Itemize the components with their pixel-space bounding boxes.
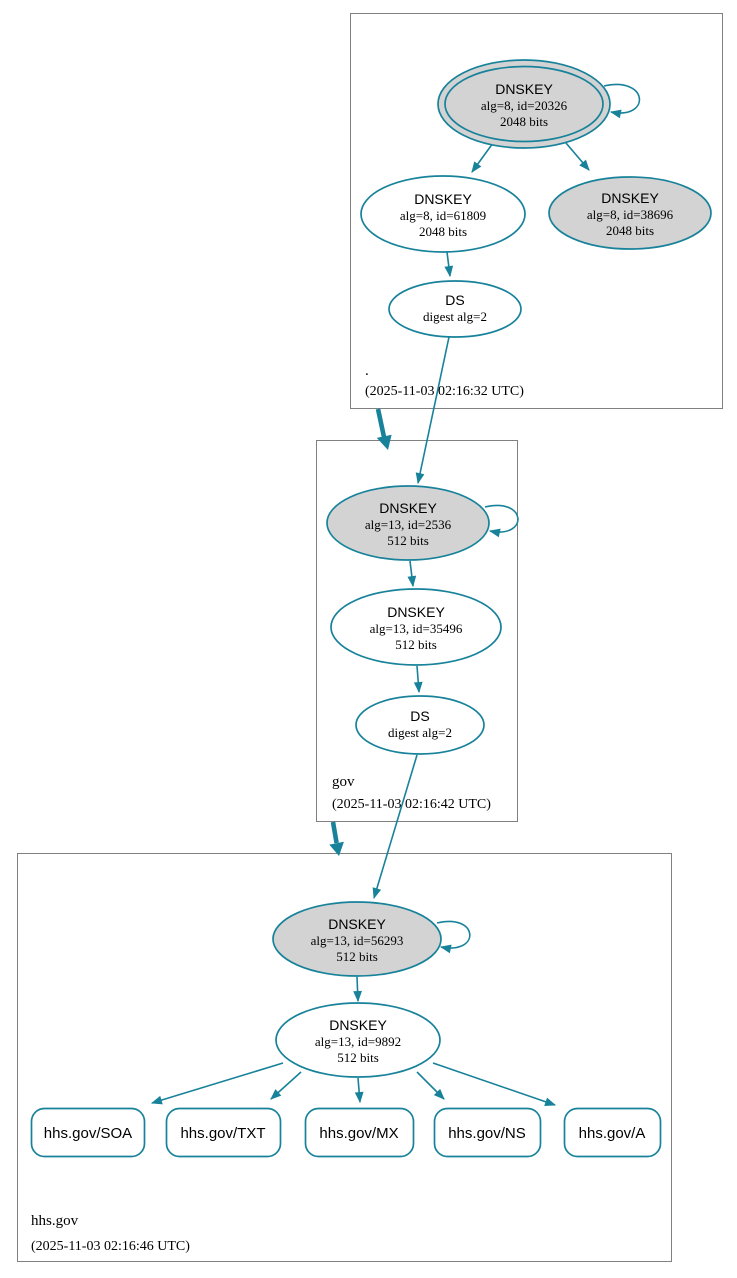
ds-node-gov[interactable]: DS digest alg=2 bbox=[355, 695, 485, 755]
dnskey-node-hhs-ksk-56293[interactable]: DNSKEY alg=13, id=56293 512 bits bbox=[272, 901, 442, 977]
rrset-label: hhs.gov/A bbox=[579, 1125, 646, 1142]
edge-root-zsk-to-ds bbox=[444, 251, 454, 278]
edge-gov-ds-to-hhs-ksk bbox=[372, 754, 418, 900]
rrset-label: hhs.gov/MX bbox=[319, 1125, 398, 1142]
node-ellipse[interactable] bbox=[548, 176, 712, 250]
node-detail: alg=8, id=20326 bbox=[481, 98, 568, 113]
rrset-rect[interactable] bbox=[433, 1107, 542, 1158]
edge-hhs-zsk-to-ns bbox=[416, 1071, 445, 1100]
node-bits: 512 bits bbox=[395, 637, 437, 652]
edge-hhs-zsk-to-soa bbox=[150, 1062, 284, 1105]
node-bits: 2048 bits bbox=[419, 224, 467, 239]
self-sign-loop-gov-ksk bbox=[484, 504, 519, 538]
node-detail: alg=13, id=2536 bbox=[365, 517, 452, 532]
node-ellipse[interactable] bbox=[326, 485, 490, 561]
node-ellipse[interactable] bbox=[388, 280, 522, 338]
node-bits: 512 bits bbox=[336, 949, 378, 964]
edge-root-ksk-to-key38696 bbox=[565, 142, 590, 171]
rrset-rect[interactable] bbox=[165, 1107, 282, 1158]
node-detail: alg=8, id=38696 bbox=[587, 207, 674, 222]
rrset-node-hhs-gov-a[interactable]: hhs.gov/A bbox=[563, 1107, 662, 1158]
self-sign-loop-hhs-ksk bbox=[436, 920, 471, 954]
node-detail: alg=13, id=9892 bbox=[315, 1034, 401, 1049]
rrset-node-hhs-gov-txt[interactable]: hhs.gov/TXT bbox=[165, 1107, 282, 1158]
node-title: DNSKEY bbox=[329, 1017, 387, 1033]
node-title: DNSKEY bbox=[387, 604, 445, 620]
zone-label-gov: gov bbox=[332, 774, 355, 790]
node-title: DS bbox=[410, 708, 429, 724]
dnskey-node-root-zsk-61809[interactable]: DNSKEY alg=8, id=61809 2048 bits bbox=[360, 175, 526, 253]
node-title: DS bbox=[445, 292, 464, 308]
self-sign-loop-root-ksk bbox=[603, 83, 641, 119]
dnskey-node-hhs-zsk-9892[interactable]: DNSKEY alg=13, id=9892 512 bits bbox=[275, 1002, 441, 1078]
dnskey-node-gov-ksk-2536[interactable]: DNSKEY alg=13, id=2536 512 bits bbox=[326, 485, 490, 561]
node-bits: 512 bits bbox=[387, 533, 429, 548]
edge-hhs-zsk-to-txt bbox=[270, 1071, 302, 1100]
node-title: DNSKEY bbox=[379, 500, 437, 516]
zone-label-root: . bbox=[365, 363, 369, 379]
dnskey-node-root-key-38696[interactable]: DNSKEY alg=8, id=38696 2048 bits bbox=[548, 176, 712, 250]
node-title: DNSKEY bbox=[601, 190, 659, 206]
dnskey-node-gov-zsk-35496[interactable]: DNSKEY alg=13, id=35496 512 bits bbox=[330, 588, 502, 666]
node-bits: 2048 bits bbox=[500, 114, 548, 129]
edge-hhs-zsk-to-a bbox=[432, 1062, 557, 1106]
node-ellipse[interactable] bbox=[355, 695, 485, 755]
node-detail: digest alg=2 bbox=[388, 725, 452, 740]
node-detail: digest alg=2 bbox=[423, 309, 487, 324]
rrset-label: hhs.gov/SOA bbox=[44, 1125, 132, 1142]
rrset-node-hhs-gov-soa[interactable]: hhs.gov/SOA bbox=[30, 1107, 146, 1158]
edge-hhs-zsk-to-mx bbox=[354, 1077, 364, 1104]
edge-root-ksk-to-zsk bbox=[471, 142, 494, 173]
edge-hhs-ksk-to-zsk bbox=[353, 976, 362, 1003]
node-detail: alg=8, id=61809 bbox=[400, 208, 486, 223]
edge-gov-ksk-to-zsk bbox=[407, 560, 417, 588]
zone-timestamp-hhs-gov: (2025-11-03 02:16:46 UTC) bbox=[31, 1239, 190, 1254]
node-ellipse[interactable] bbox=[330, 588, 502, 666]
edge-root-ds-to-gov-ksk bbox=[415, 336, 450, 485]
rrset-node-hhs-gov-mx[interactable]: hhs.gov/MX bbox=[304, 1107, 415, 1158]
rrset-rect[interactable] bbox=[30, 1107, 146, 1158]
zone-timestamp-root: (2025-11-03 02:16:32 UTC) bbox=[365, 384, 524, 399]
ksk-inner-ring bbox=[444, 65, 604, 143]
dnskey-node-root-ksk-20326[interactable]: DNSKEY alg=8, id=20326 2048 bits bbox=[437, 59, 611, 149]
rrset-node-hhs-gov-ns[interactable]: hhs.gov/NS bbox=[433, 1107, 542, 1158]
node-ellipse[interactable] bbox=[360, 175, 526, 253]
delegation-arrowhead bbox=[329, 841, 344, 856]
node-title: DNSKEY bbox=[328, 916, 386, 932]
node-detail: alg=13, id=35496 bbox=[370, 621, 463, 636]
zone-timestamp-gov: (2025-11-03 02:16:42 UTC) bbox=[332, 797, 491, 812]
delegation-arrow-root-to-gov bbox=[375, 408, 392, 450]
rrset-rect[interactable] bbox=[304, 1107, 415, 1158]
node-title: DNSKEY bbox=[495, 81, 553, 97]
rrset-label: hhs.gov/TXT bbox=[180, 1125, 265, 1142]
zone-label-hhs-gov: hhs.gov bbox=[31, 1213, 79, 1229]
node-detail: alg=13, id=56293 bbox=[311, 933, 404, 948]
edge-gov-zsk-to-ds bbox=[413, 665, 423, 694]
delegation-arrow-shaft bbox=[375, 408, 387, 438]
ds-node-root[interactable]: DS digest alg=2 bbox=[388, 280, 522, 338]
node-ellipse[interactable] bbox=[275, 1002, 441, 1078]
node-title: DNSKEY bbox=[414, 191, 472, 207]
node-ellipse[interactable] bbox=[272, 901, 442, 977]
rrset-label: hhs.gov/NS bbox=[448, 1125, 526, 1142]
node-bits: 512 bits bbox=[337, 1050, 379, 1065]
delegation-arrow-shaft bbox=[330, 821, 339, 844]
delegation-arrow-gov-to-hhs bbox=[329, 821, 344, 856]
node-bits: 2048 bits bbox=[606, 223, 654, 238]
rrset-rect[interactable] bbox=[563, 1107, 662, 1158]
delegation-arrowhead bbox=[376, 434, 392, 450]
